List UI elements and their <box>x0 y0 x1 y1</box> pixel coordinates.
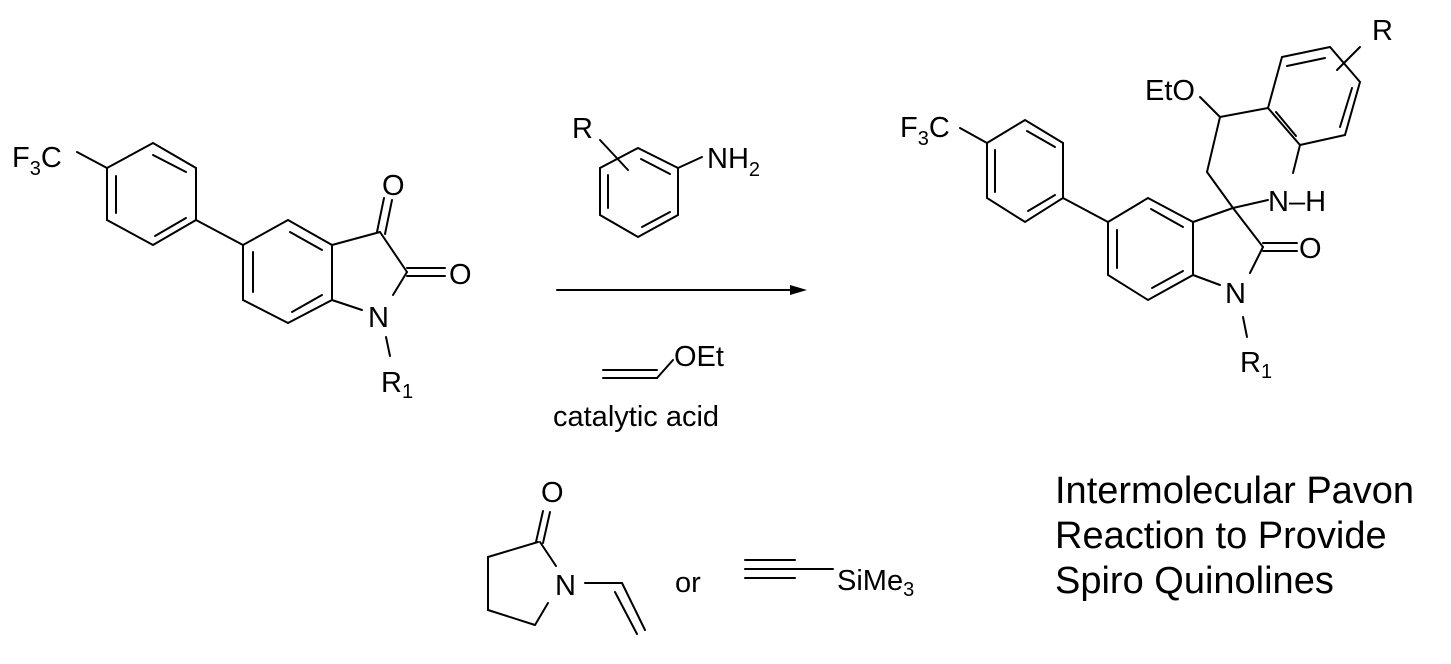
product-spiro-quinoline: F3C EtO R N–H O N R1 <box>900 15 1393 383</box>
vinyl-ether-label: OEt <box>674 341 724 373</box>
alternative-reagents: O N or SiMe3 <box>488 477 914 634</box>
isatin-n: N <box>368 302 389 334</box>
cf3-label: F3C <box>12 142 62 180</box>
reagent-aniline: R NH2 <box>572 113 760 237</box>
product-r1: R1 <box>1240 347 1272 383</box>
pyrrolidinone-o: O <box>541 477 564 509</box>
product-o: O <box>1299 233 1322 265</box>
caption: Intermolecular Pavon Reaction to Provide… <box>1055 470 1414 602</box>
caption-line-1: Intermolecular Pavon <box>1055 470 1414 512</box>
isatin-r1: R1 <box>381 367 413 403</box>
caption-line-2: Reaction to Provide <box>1055 515 1387 557</box>
caption-line-3: Spiro Quinolines <box>1055 560 1334 602</box>
eto-label: EtO <box>1145 75 1195 107</box>
isatin-o2: O <box>449 259 472 291</box>
aniline-r: R <box>572 113 593 145</box>
nh-label: N–H <box>1268 186 1326 218</box>
product-n: N <box>1225 278 1246 310</box>
product-cf3-label: F3C <box>900 112 950 150</box>
reactant-isatin: F3C O O N R1 <box>12 142 472 403</box>
or-label: or <box>675 567 701 599</box>
reagent-vinyl-ether: OEt catalytic acid <box>553 341 724 433</box>
silyl-label: SiMe3 <box>837 565 914 601</box>
pyrrolidinone-n: N <box>555 570 576 602</box>
product-r: R <box>1372 15 1393 47</box>
conditions-text: catalytic acid <box>553 401 719 433</box>
isatin-o3: O <box>382 170 405 202</box>
reaction-arrow <box>557 285 807 295</box>
nh2-label: NH2 <box>707 143 760 181</box>
